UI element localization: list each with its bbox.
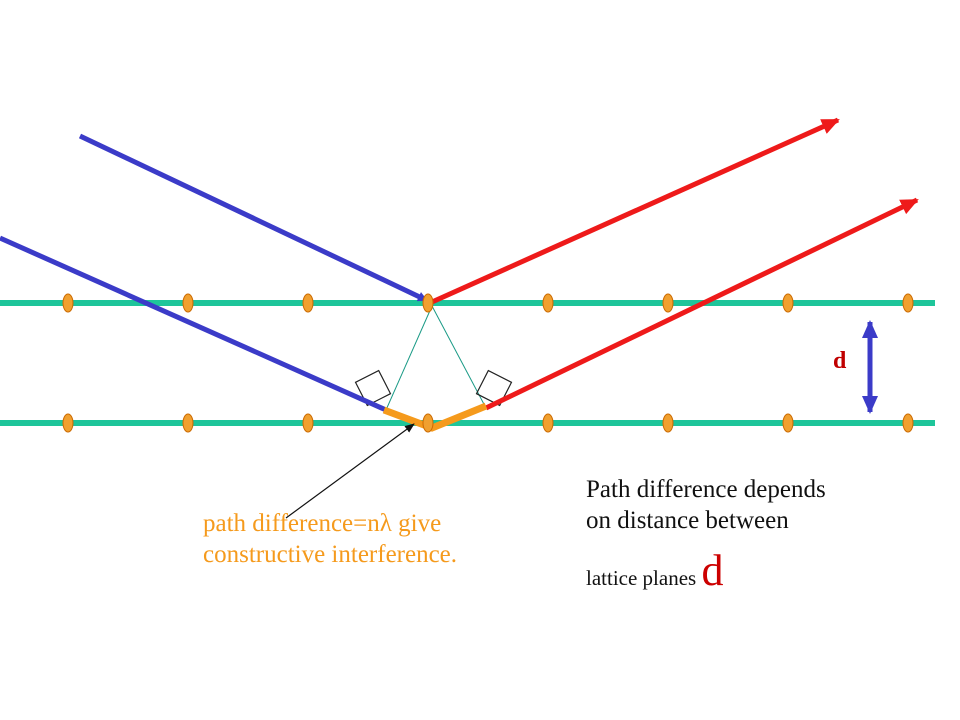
left-right-angle-marker: [354, 369, 392, 407]
explanation-highlight: d: [701, 545, 724, 595]
path-difference-note-line1: path difference=nλ give: [203, 510, 442, 537]
explanation-line2: on distance between: [586, 507, 789, 535]
atom: [182, 293, 194, 313]
atom: [542, 293, 554, 313]
path-difference-note-line2: constructive interference.: [203, 541, 458, 569]
atom: [662, 413, 674, 433]
lower-reflected-ray: [484, 197, 919, 411]
right-right-angle-marker: [475, 369, 513, 407]
atom: [62, 413, 74, 433]
atom: [422, 293, 434, 313]
atom: [62, 293, 74, 313]
atom: [302, 413, 314, 433]
atom: [782, 293, 794, 313]
atom: [902, 293, 914, 313]
explanation-line1: Path difference depends: [586, 476, 826, 503]
atom: [302, 293, 314, 313]
path-difference-note: path difference=nλ give constructive int…: [203, 508, 457, 571]
right-construction-line: [431, 305, 487, 409]
explanation-note: Path difference depends on distance betw…: [586, 474, 826, 598]
explanation-line3: lattice planes: [586, 565, 697, 590]
upper-reflected-ray: [430, 117, 840, 305]
upper-incident-ray: [78, 133, 428, 303]
atom: [542, 413, 554, 433]
atom: [182, 413, 194, 433]
spacing-label: d: [833, 348, 847, 374]
explanation-line3-wrap: lattice planes d: [586, 543, 826, 598]
atom: [782, 413, 794, 433]
atom: [662, 293, 674, 313]
upper-plane-atoms: [62, 293, 914, 313]
note-pointer-arrow: [285, 423, 415, 519]
atom: [902, 413, 914, 433]
left-construction-line: [385, 305, 433, 411]
lower-plane-atoms: [62, 413, 914, 433]
lower-incident-ray: [0, 235, 388, 413]
atom: [422, 413, 434, 433]
